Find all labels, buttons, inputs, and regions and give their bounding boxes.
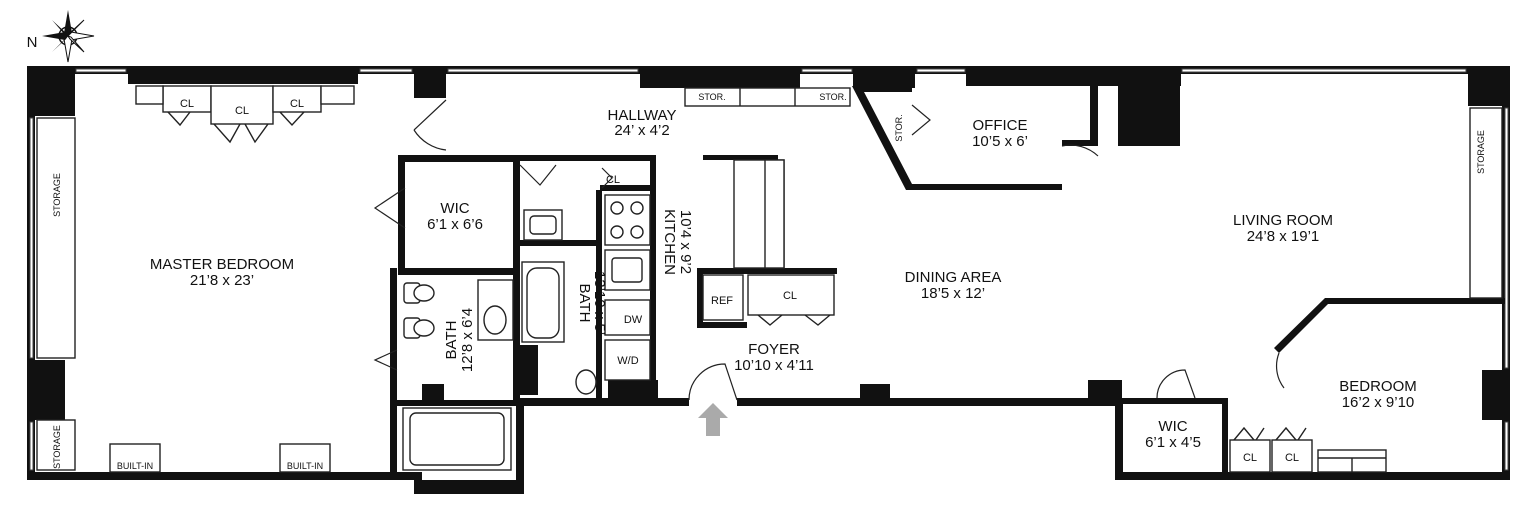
room-dims-wic: 6’1 x 6’6 <box>427 216 483 233</box>
built-in-left <box>109 443 161 473</box>
stor-label: STOR. <box>894 114 904 141</box>
room-dims-master-bedroom: 21’8 x 23’ <box>190 272 254 289</box>
storage-label: STORAGE <box>1476 130 1486 174</box>
room-dims-office: 10’5 x 6’ <box>972 133 1028 150</box>
bath-master-fixtures <box>402 279 514 471</box>
storage-label: STORAGE <box>52 173 62 217</box>
room-name-dining-area: DINING AREA <box>905 269 1002 286</box>
room-name-wic-bedroom: WIC <box>1158 418 1187 435</box>
compass-rose-icon <box>42 10 95 63</box>
dishwasher-label: DW <box>624 314 643 326</box>
hall-storage <box>684 87 851 107</box>
closet-label: CL <box>606 174 620 186</box>
storage-label: STORAGE <box>52 425 62 469</box>
room-dims-hallway: 24’ x 4’2 <box>614 122 669 139</box>
room-dims-dining-area: 18’5 x 12’ <box>921 285 985 302</box>
room-name-bedroom: BEDROOM <box>1339 378 1417 395</box>
room-name-hallway: HALLWAY <box>608 107 677 124</box>
built-in-label: BUILT-IN <box>117 461 153 471</box>
closet-label: CL <box>1243 452 1257 464</box>
kitchen-closet <box>747 274 835 316</box>
room-dims-kitchen: 10’4 x 9’2 <box>677 210 694 274</box>
room-name-kitchen: KITCHEN <box>661 209 678 275</box>
storage-left <box>36 117 76 359</box>
room-name-living-room: LIVING ROOM <box>1233 212 1333 229</box>
room-dims-foyer: 10’10 x 4’11 <box>734 357 814 374</box>
room-name-bath-master: BATH <box>443 321 460 360</box>
bedroom-closets <box>1229 426 1387 473</box>
room-dims-bath-hall: 13’10 x 5’ <box>591 271 608 335</box>
room-name-bath-hall: BATH <box>576 284 593 323</box>
room-name-wic: WIC <box>440 200 469 217</box>
built-in-label: BUILT-IN <box>287 461 323 471</box>
room-name-foyer: FOYER <box>748 341 800 358</box>
closet-label: CL <box>235 105 249 117</box>
entry-arrow-icon <box>698 403 728 436</box>
stor-label: STOR. <box>698 92 725 102</box>
doors <box>373 99 1285 401</box>
compass-north-label: N <box>27 34 38 51</box>
windows <box>29 68 1509 471</box>
interior-walls <box>390 86 1505 480</box>
refrigerator-label: REF <box>711 295 733 307</box>
closet-label: CL <box>290 98 304 110</box>
room-dims-bath-master: 12’8 x 6’4 <box>459 308 476 372</box>
room-name-office: OFFICE <box>973 117 1028 134</box>
closet-label: CL <box>1285 452 1299 464</box>
room-dims-living-room: 24’8 x 19’1 <box>1247 228 1320 245</box>
stor-label: STOR. <box>819 92 846 102</box>
storage-bottom-left <box>36 419 76 471</box>
bath-hall-fixtures <box>521 209 597 395</box>
master-closets <box>135 85 355 144</box>
kitchen-fixtures <box>604 159 785 381</box>
room-name-master-bedroom: MASTER BEDROOM <box>150 256 294 273</box>
storage-right <box>1469 107 1503 299</box>
room-dims-bedroom: 16’2 x 9’10 <box>1342 394 1415 411</box>
closet-label: CL <box>783 290 797 302</box>
room-dims-wic-bedroom: 6’1 x 4’5 <box>1145 434 1201 451</box>
washer-dryer-label: W/D <box>617 355 638 367</box>
built-in-right <box>279 443 331 473</box>
refrigerator <box>702 274 744 321</box>
closet-label: CL <box>180 98 194 110</box>
